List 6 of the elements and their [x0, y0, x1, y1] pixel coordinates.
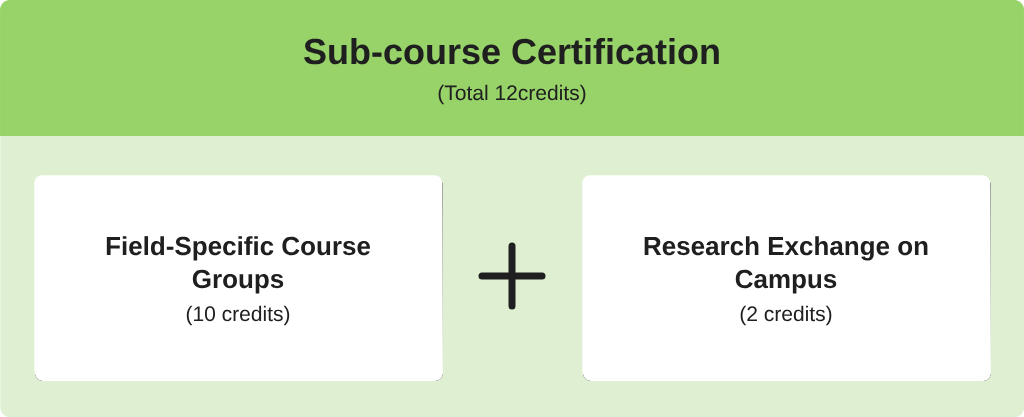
card-subtitle: (10 credits) [186, 305, 290, 326]
panel-title: Sub-course Certification [304, 37, 719, 65]
card-subtitle: (2 credits) [740, 305, 832, 326]
panel-subtitle: (Total 12credits) [438, 84, 586, 105]
card-title: Research Exchange on Campus [644, 236, 928, 294]
card-title: Field-Specific Course Groups [106, 236, 370, 294]
